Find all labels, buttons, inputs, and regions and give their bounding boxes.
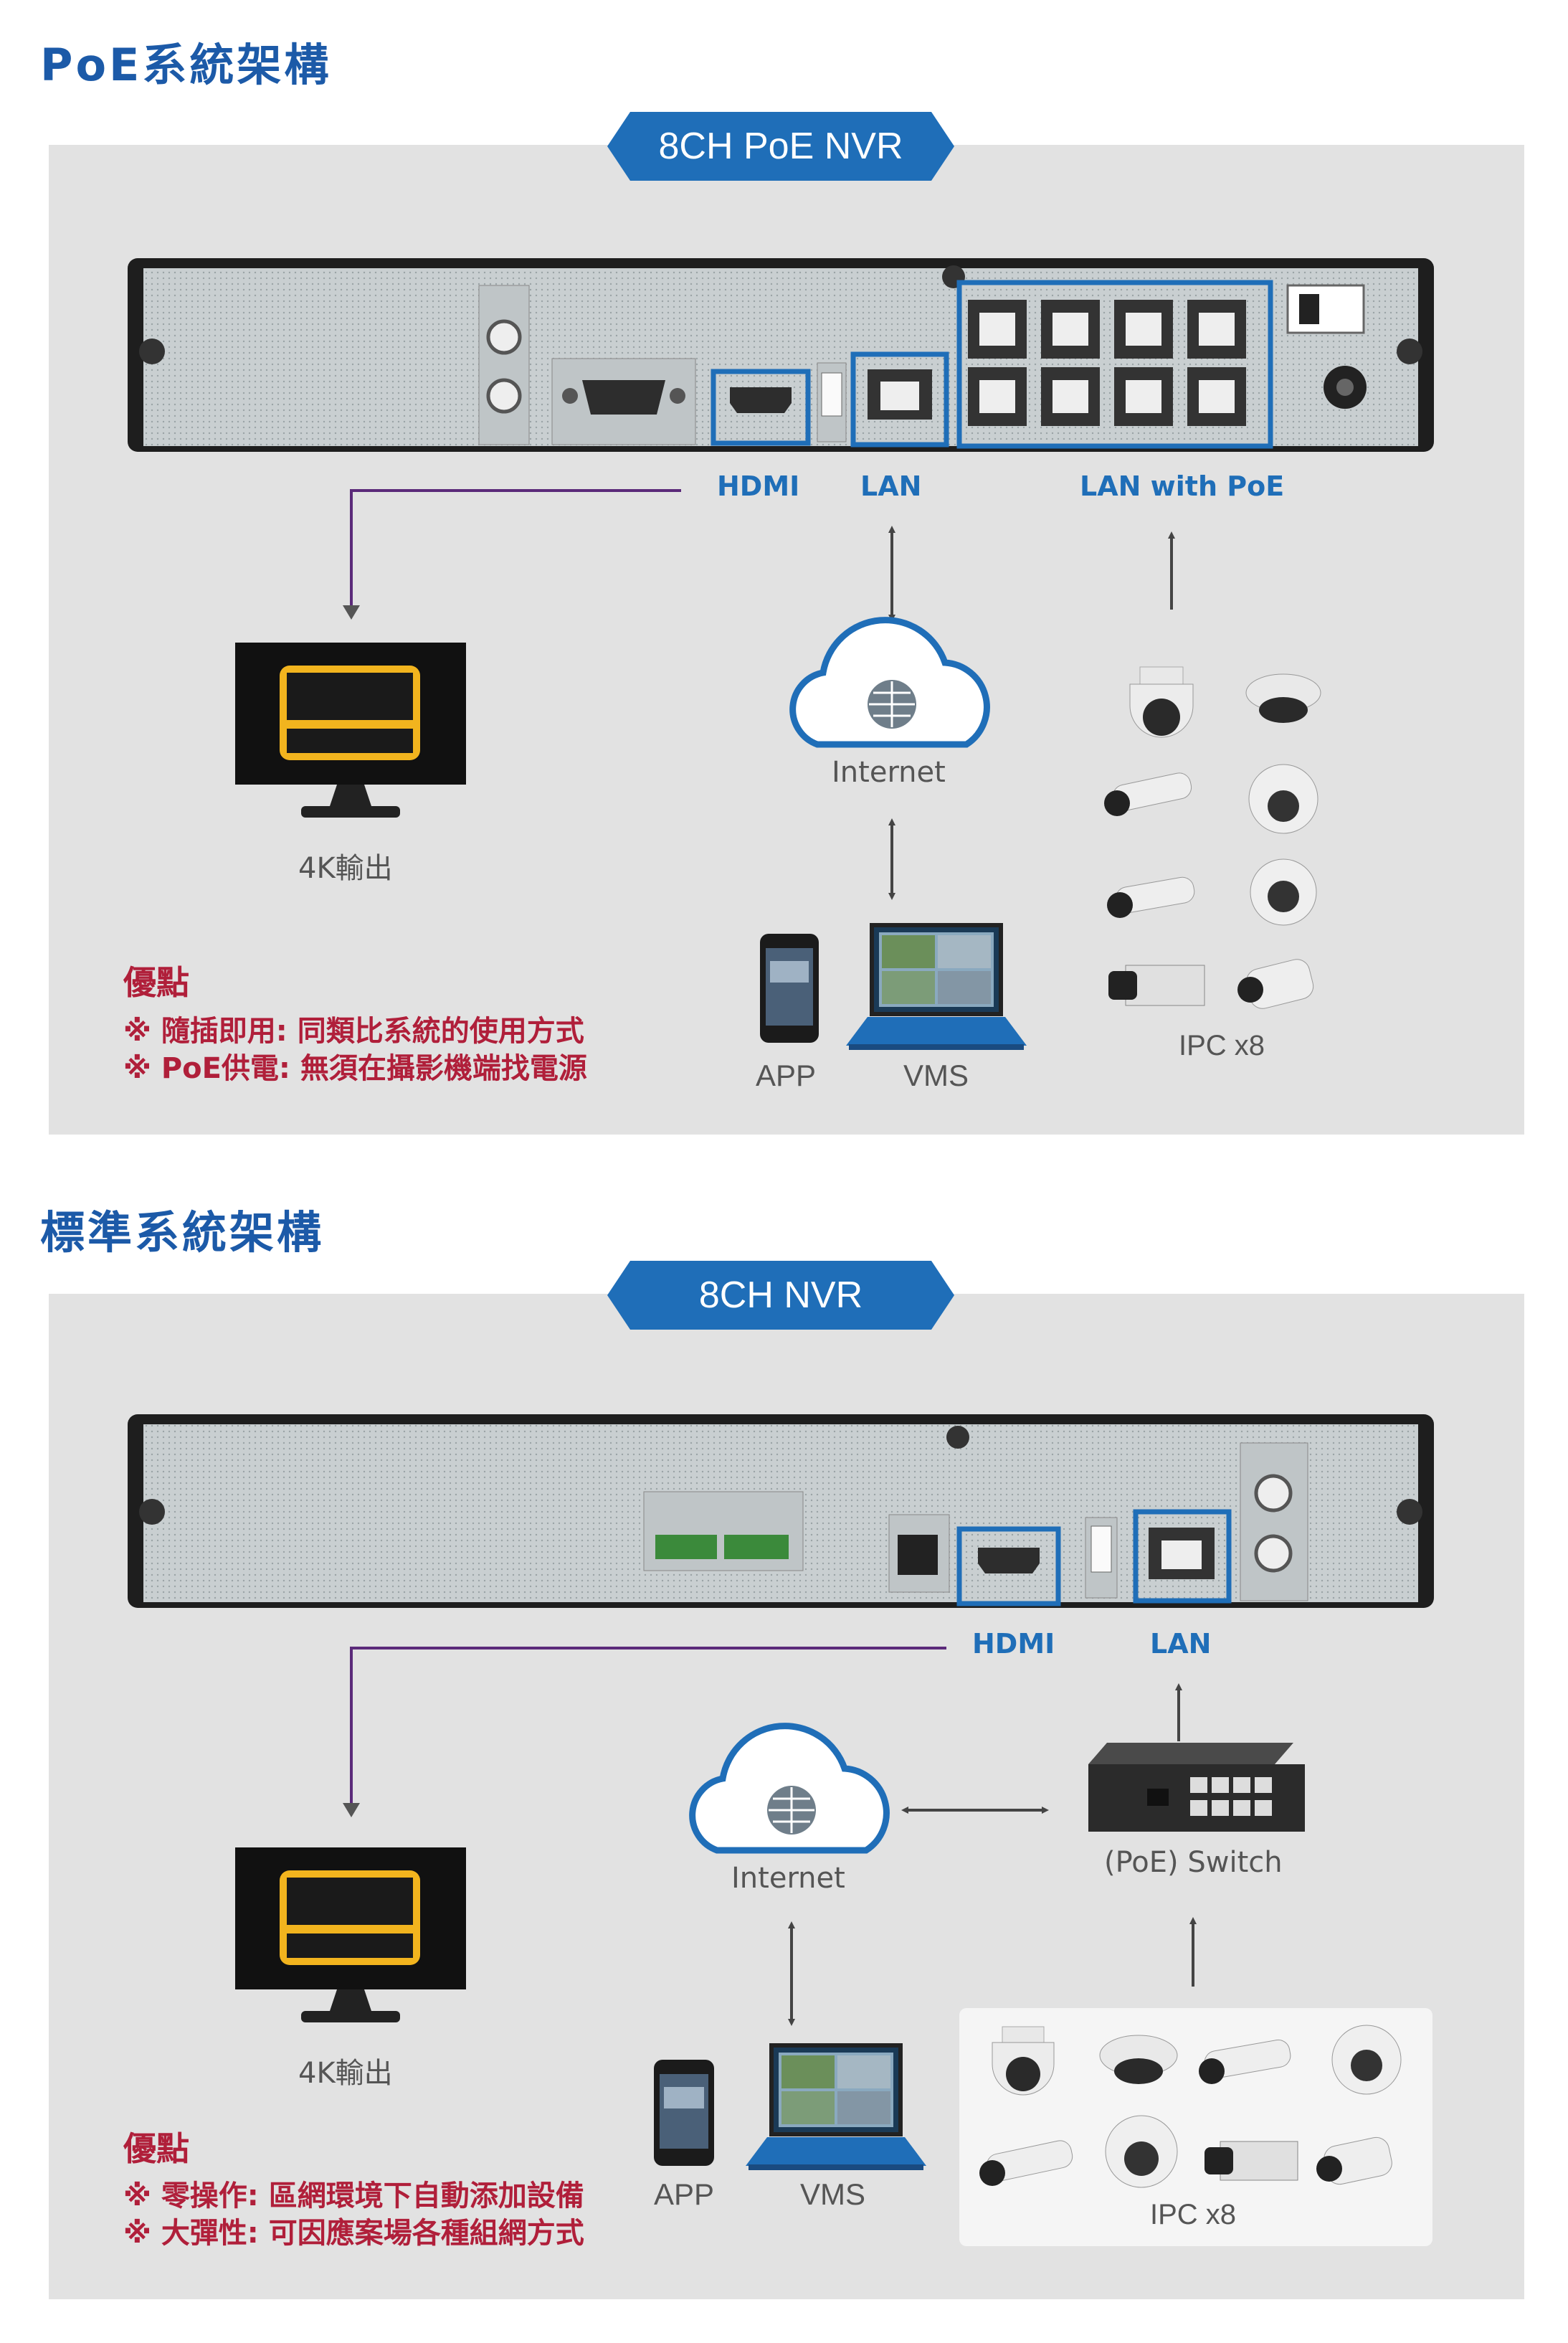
monitor-4k-icon (235, 643, 466, 818)
ipc-camera-group-2 (979, 2025, 1402, 2188)
poe-nvr-banner: 8CH PoE NVR (607, 112, 954, 181)
smartphone-app-icon (760, 934, 819, 1043)
monitor-4k-icon (235, 1847, 466, 2022)
laptop-vms-icon (846, 923, 1027, 1050)
lan-port-label: LAN (1150, 1628, 1212, 1660)
internet-caption: Internet (832, 756, 946, 789)
poe-nvr-device (128, 258, 1434, 452)
ipc-camera-group-1 (1104, 666, 1321, 1009)
poe-switch-icon (1088, 1743, 1305, 1832)
internet-cloud-icon (689, 1723, 890, 1854)
internet-caption: Internet (731, 1862, 845, 1895)
advantages-heading: 優點 (123, 2129, 189, 2168)
ipc-caption: IPC x8 (1150, 2199, 1237, 2230)
vms-caption: VMS (800, 2177, 866, 2211)
vms-caption: VMS (903, 1059, 969, 1092)
advantage-item: ※ PoE供電: 無須在攝影機端找電源 (123, 1052, 587, 1085)
laptop-vms-icon (746, 2043, 926, 2170)
advantage-item: ※ 大彈性: 可因應案場各種組網方式 (123, 2217, 584, 2250)
standard-section-title: 標準系統架構 (40, 1206, 325, 1259)
poe-section-title: PoE系統架構 (40, 39, 332, 91)
app-caption: APP (654, 2177, 715, 2211)
advantages-heading: 優點 (123, 963, 189, 1002)
app-caption: APP (756, 1059, 817, 1092)
standard-nvr-banner: 8CH NVR (607, 1261, 954, 1330)
advantage-item: ※ 隨插即用: 同類比系統的使用方式 (123, 1015, 584, 1048)
internet-cloud-icon (789, 617, 990, 748)
switch-caption: (PoE) Switch (1104, 1846, 1283, 1879)
standard-nvr-device (128, 1414, 1434, 1608)
lan-port-label: LAN (860, 470, 922, 502)
lan-with-poe-label: LAN with PoE (1080, 470, 1285, 502)
hdmi-port-label: HDMI (972, 1628, 1055, 1660)
ipc-caption: IPC x8 (1179, 1030, 1265, 1061)
monitor-caption: 4K輸出 (298, 852, 393, 885)
smartphone-app-icon (654, 2060, 714, 2166)
hdmi-port-label: HDMI (717, 470, 800, 502)
advantage-item: ※ 零操作: 區網環境下自動添加設備 (123, 2179, 584, 2212)
monitor-caption: 4K輸出 (298, 2057, 393, 2090)
